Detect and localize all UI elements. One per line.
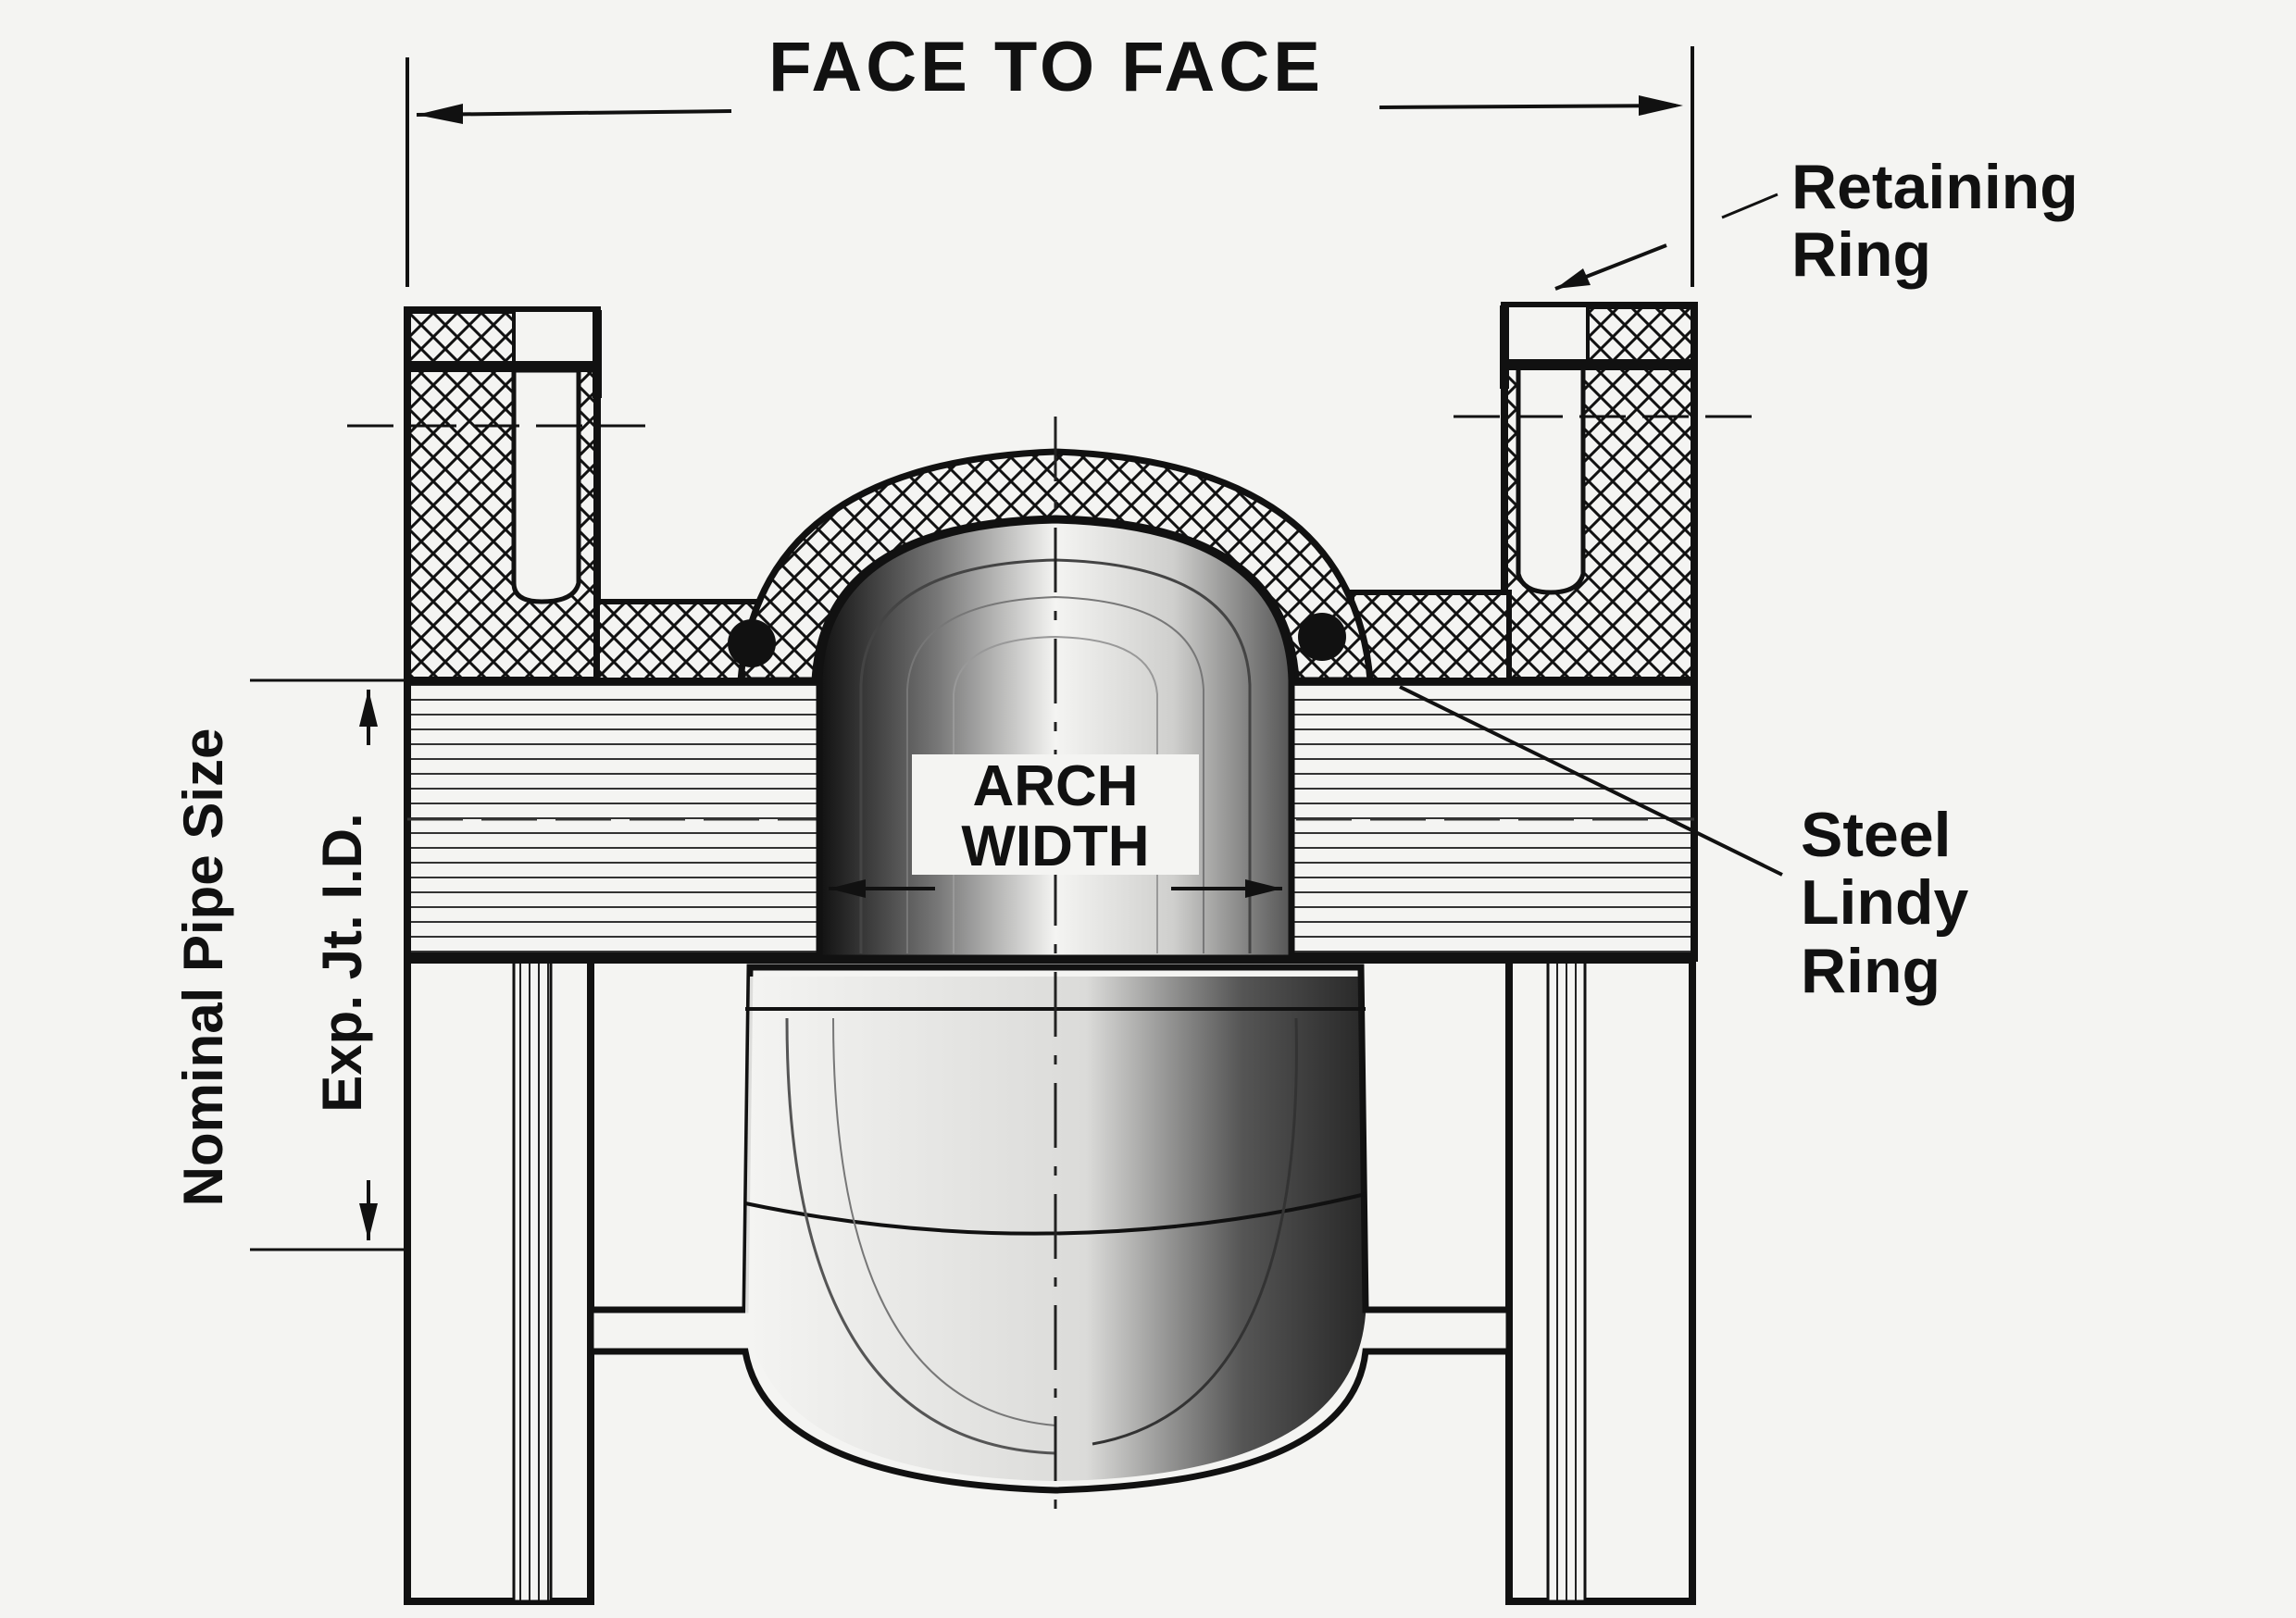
pipe-size-dimension	[250, 678, 407, 1251]
exp-jt-id-label: Exp. Jt. I.D.	[311, 813, 373, 1112]
face-to-face-dimension	[406, 46, 1694, 287]
lower-body-bulge	[587, 964, 1513, 1494]
arch-width-dimension	[829, 879, 1282, 898]
steel-ring-label-line3: Ring	[1801, 936, 1940, 1006]
retaining-ring-leader	[1554, 193, 1778, 291]
lower-left-flange	[404, 954, 594, 1605]
steel-ring-label-line1: Steel	[1801, 800, 1952, 870]
steel-ring-label-line2: Lindy	[1801, 867, 1969, 938]
upper-right-flange	[1454, 302, 1754, 684]
retaining-ring-label-line2: Ring	[1791, 219, 1931, 290]
nominal-pipe-size-label: Nominal Pipe Size	[172, 728, 234, 1207]
arch-width-label-line1: ARCH	[972, 754, 1138, 818]
steel-ring-leader	[1399, 685, 1783, 877]
lower-right-flange	[1505, 954, 1696, 1605]
rubber-body-section	[594, 448, 1512, 684]
arch-width-label-bg	[912, 754, 1199, 875]
steel-ring-left-dot	[728, 619, 776, 667]
face-to-face-label: FACE TO FACE	[768, 28, 1324, 106]
retaining-ring-label-line1: Retaining	[1791, 152, 2078, 222]
steel-ring-right-dot	[1298, 613, 1346, 661]
arch-width-label-line2: WIDTH	[961, 815, 1149, 878]
upper-left-flange	[347, 306, 657, 684]
